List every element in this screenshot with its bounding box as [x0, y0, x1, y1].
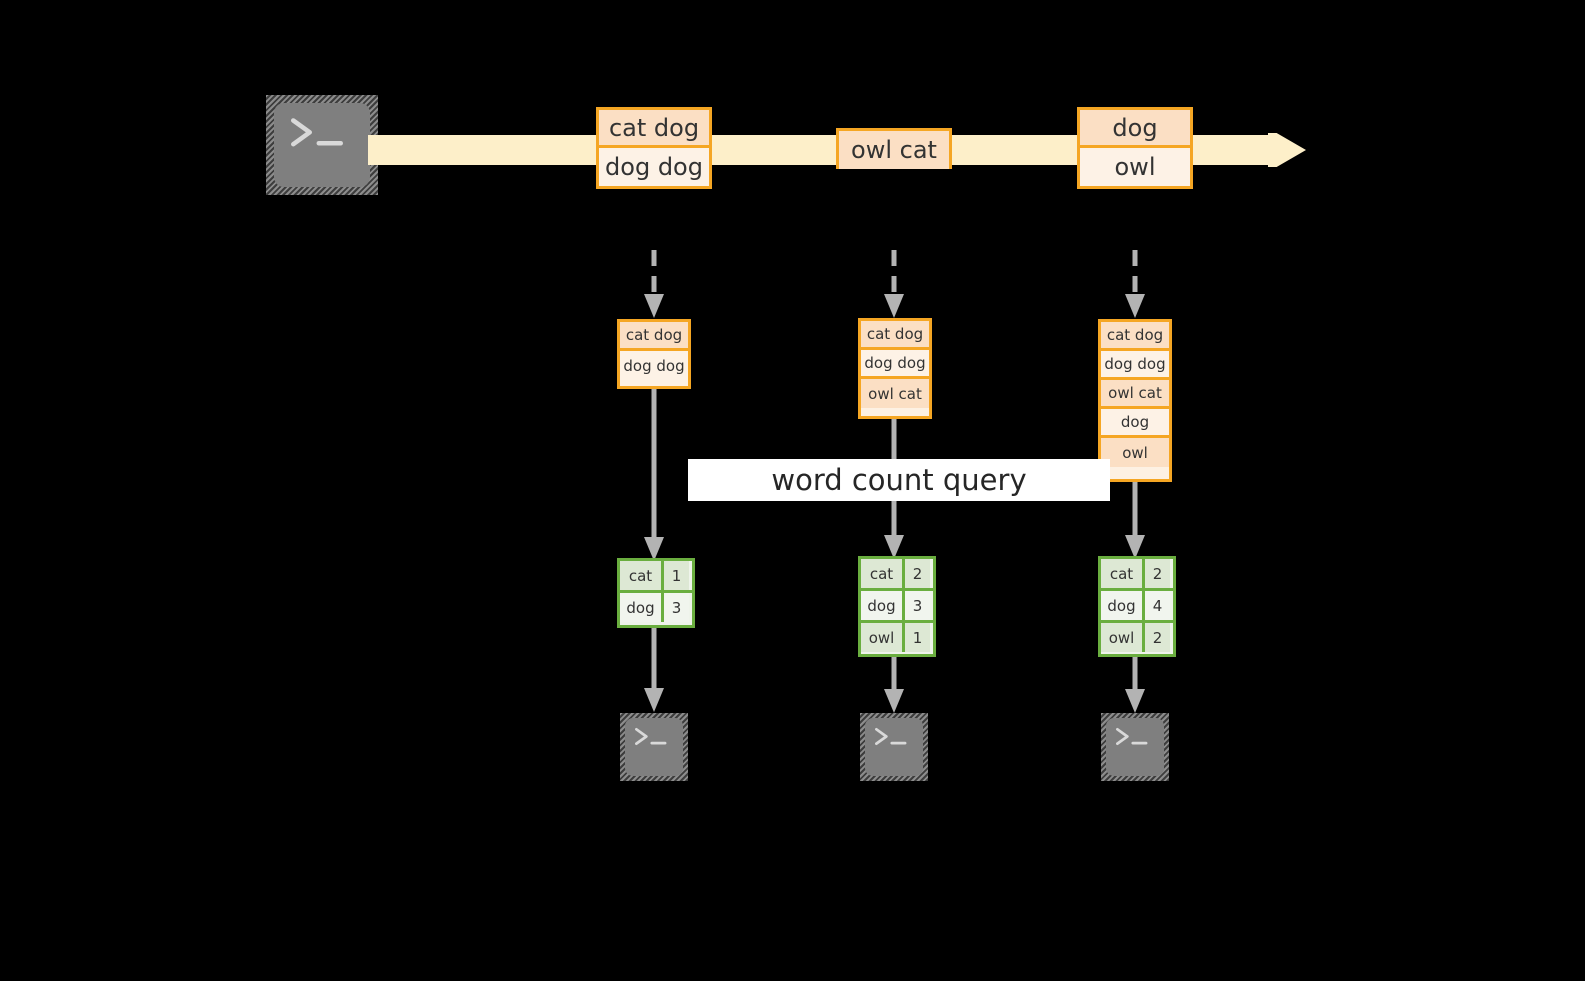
- result-count: 2: [1145, 623, 1170, 652]
- record-line: dog: [1101, 409, 1169, 438]
- stage-1-result-table[interactable]: cat 1 dog 3: [617, 558, 695, 628]
- terminal-prompt-glyph: [1113, 726, 1157, 755]
- result-word: owl: [861, 623, 905, 652]
- result-word: dog: [861, 591, 905, 620]
- stage-3-query-connector: [1121, 482, 1149, 559]
- table-row: dog 3: [861, 591, 933, 623]
- stream-record-1[interactable]: cat dog dog dog: [596, 107, 712, 189]
- record-line: owl: [1080, 148, 1190, 186]
- terminal-prompt-glyph: [632, 726, 676, 755]
- stage-2-result-table[interactable]: cat 2 dog 3 owl 1: [858, 556, 936, 657]
- record-line: cat dog: [861, 321, 929, 350]
- stream-record-3[interactable]: dog owl: [1077, 107, 1193, 189]
- terminal-prompt-glyph: [872, 726, 916, 755]
- result-word: cat: [1101, 559, 1145, 588]
- terminal-prompt-glyph: [286, 115, 359, 157]
- result-count: 4: [1145, 591, 1170, 620]
- record-line: dog dog: [1101, 351, 1169, 380]
- query-label-text: word count query: [771, 463, 1027, 497]
- stream-to-stage-connector-2: [880, 250, 908, 320]
- stage-3-result-table[interactable]: cat 2 dog 4 owl 2: [1098, 556, 1176, 657]
- stream-to-stage-connector-1: [640, 250, 668, 320]
- query-label: word count query: [688, 459, 1110, 501]
- stage-3-sink-terminal-icon: [1101, 713, 1169, 781]
- record-line: owl cat: [1101, 380, 1169, 409]
- table-row: dog 3: [620, 593, 692, 622]
- result-count: 3: [664, 593, 689, 622]
- terminal-body: [625, 718, 683, 776]
- stage-2-sink-terminal-icon: [860, 713, 928, 781]
- table-row: cat 2: [861, 559, 933, 591]
- table-row: cat 2: [1101, 559, 1173, 591]
- stream-record-2[interactable]: owl cat: [836, 128, 952, 169]
- stage-1-sink-terminal-icon: [620, 713, 688, 781]
- stage-3-input-records[interactable]: cat dog dog dog owl cat dog owl: [1098, 319, 1172, 482]
- result-count: 2: [905, 559, 930, 588]
- record-line: dog dog: [861, 350, 929, 379]
- source-terminal-icon: [266, 95, 378, 195]
- result-word: cat: [861, 559, 905, 588]
- record-line: owl cat: [861, 379, 929, 408]
- result-count: 2: [1145, 559, 1170, 588]
- result-word: dog: [1101, 591, 1145, 620]
- stage-2-input-records[interactable]: cat dog dog dog owl cat: [858, 318, 932, 419]
- result-word: dog: [620, 593, 664, 622]
- terminal-body: [865, 718, 923, 776]
- terminal-body: [1106, 718, 1164, 776]
- record-line: dog: [1080, 110, 1190, 148]
- result-word: owl: [1101, 623, 1145, 652]
- stage-1-query-connector: [640, 389, 668, 561]
- record-line: dog dog: [620, 351, 688, 380]
- stage-3-sink-connector: [1121, 657, 1149, 713]
- result-word: cat: [620, 561, 664, 590]
- result-count: 1: [905, 623, 930, 652]
- record-line: cat dog: [620, 322, 688, 351]
- result-count: 1: [664, 561, 689, 590]
- table-row: cat 1: [620, 561, 692, 593]
- stage-1-sink-connector: [640, 628, 668, 712]
- result-count: 3: [905, 591, 930, 620]
- stage-2-sink-connector: [880, 657, 908, 713]
- record-line: owl: [1101, 438, 1169, 467]
- table-row: owl 2: [1101, 623, 1173, 652]
- record-line: owl cat: [839, 131, 949, 169]
- record-line: cat dog: [1101, 322, 1169, 351]
- table-row: dog 4: [1101, 591, 1173, 623]
- record-line: cat dog: [599, 110, 709, 148]
- terminal-body: [274, 103, 370, 187]
- stage-1-input-records[interactable]: cat dog dog dog: [617, 319, 691, 389]
- stream-to-stage-connector-3: [1121, 250, 1149, 320]
- table-row: owl 1: [861, 623, 933, 652]
- record-line: dog dog: [599, 148, 709, 186]
